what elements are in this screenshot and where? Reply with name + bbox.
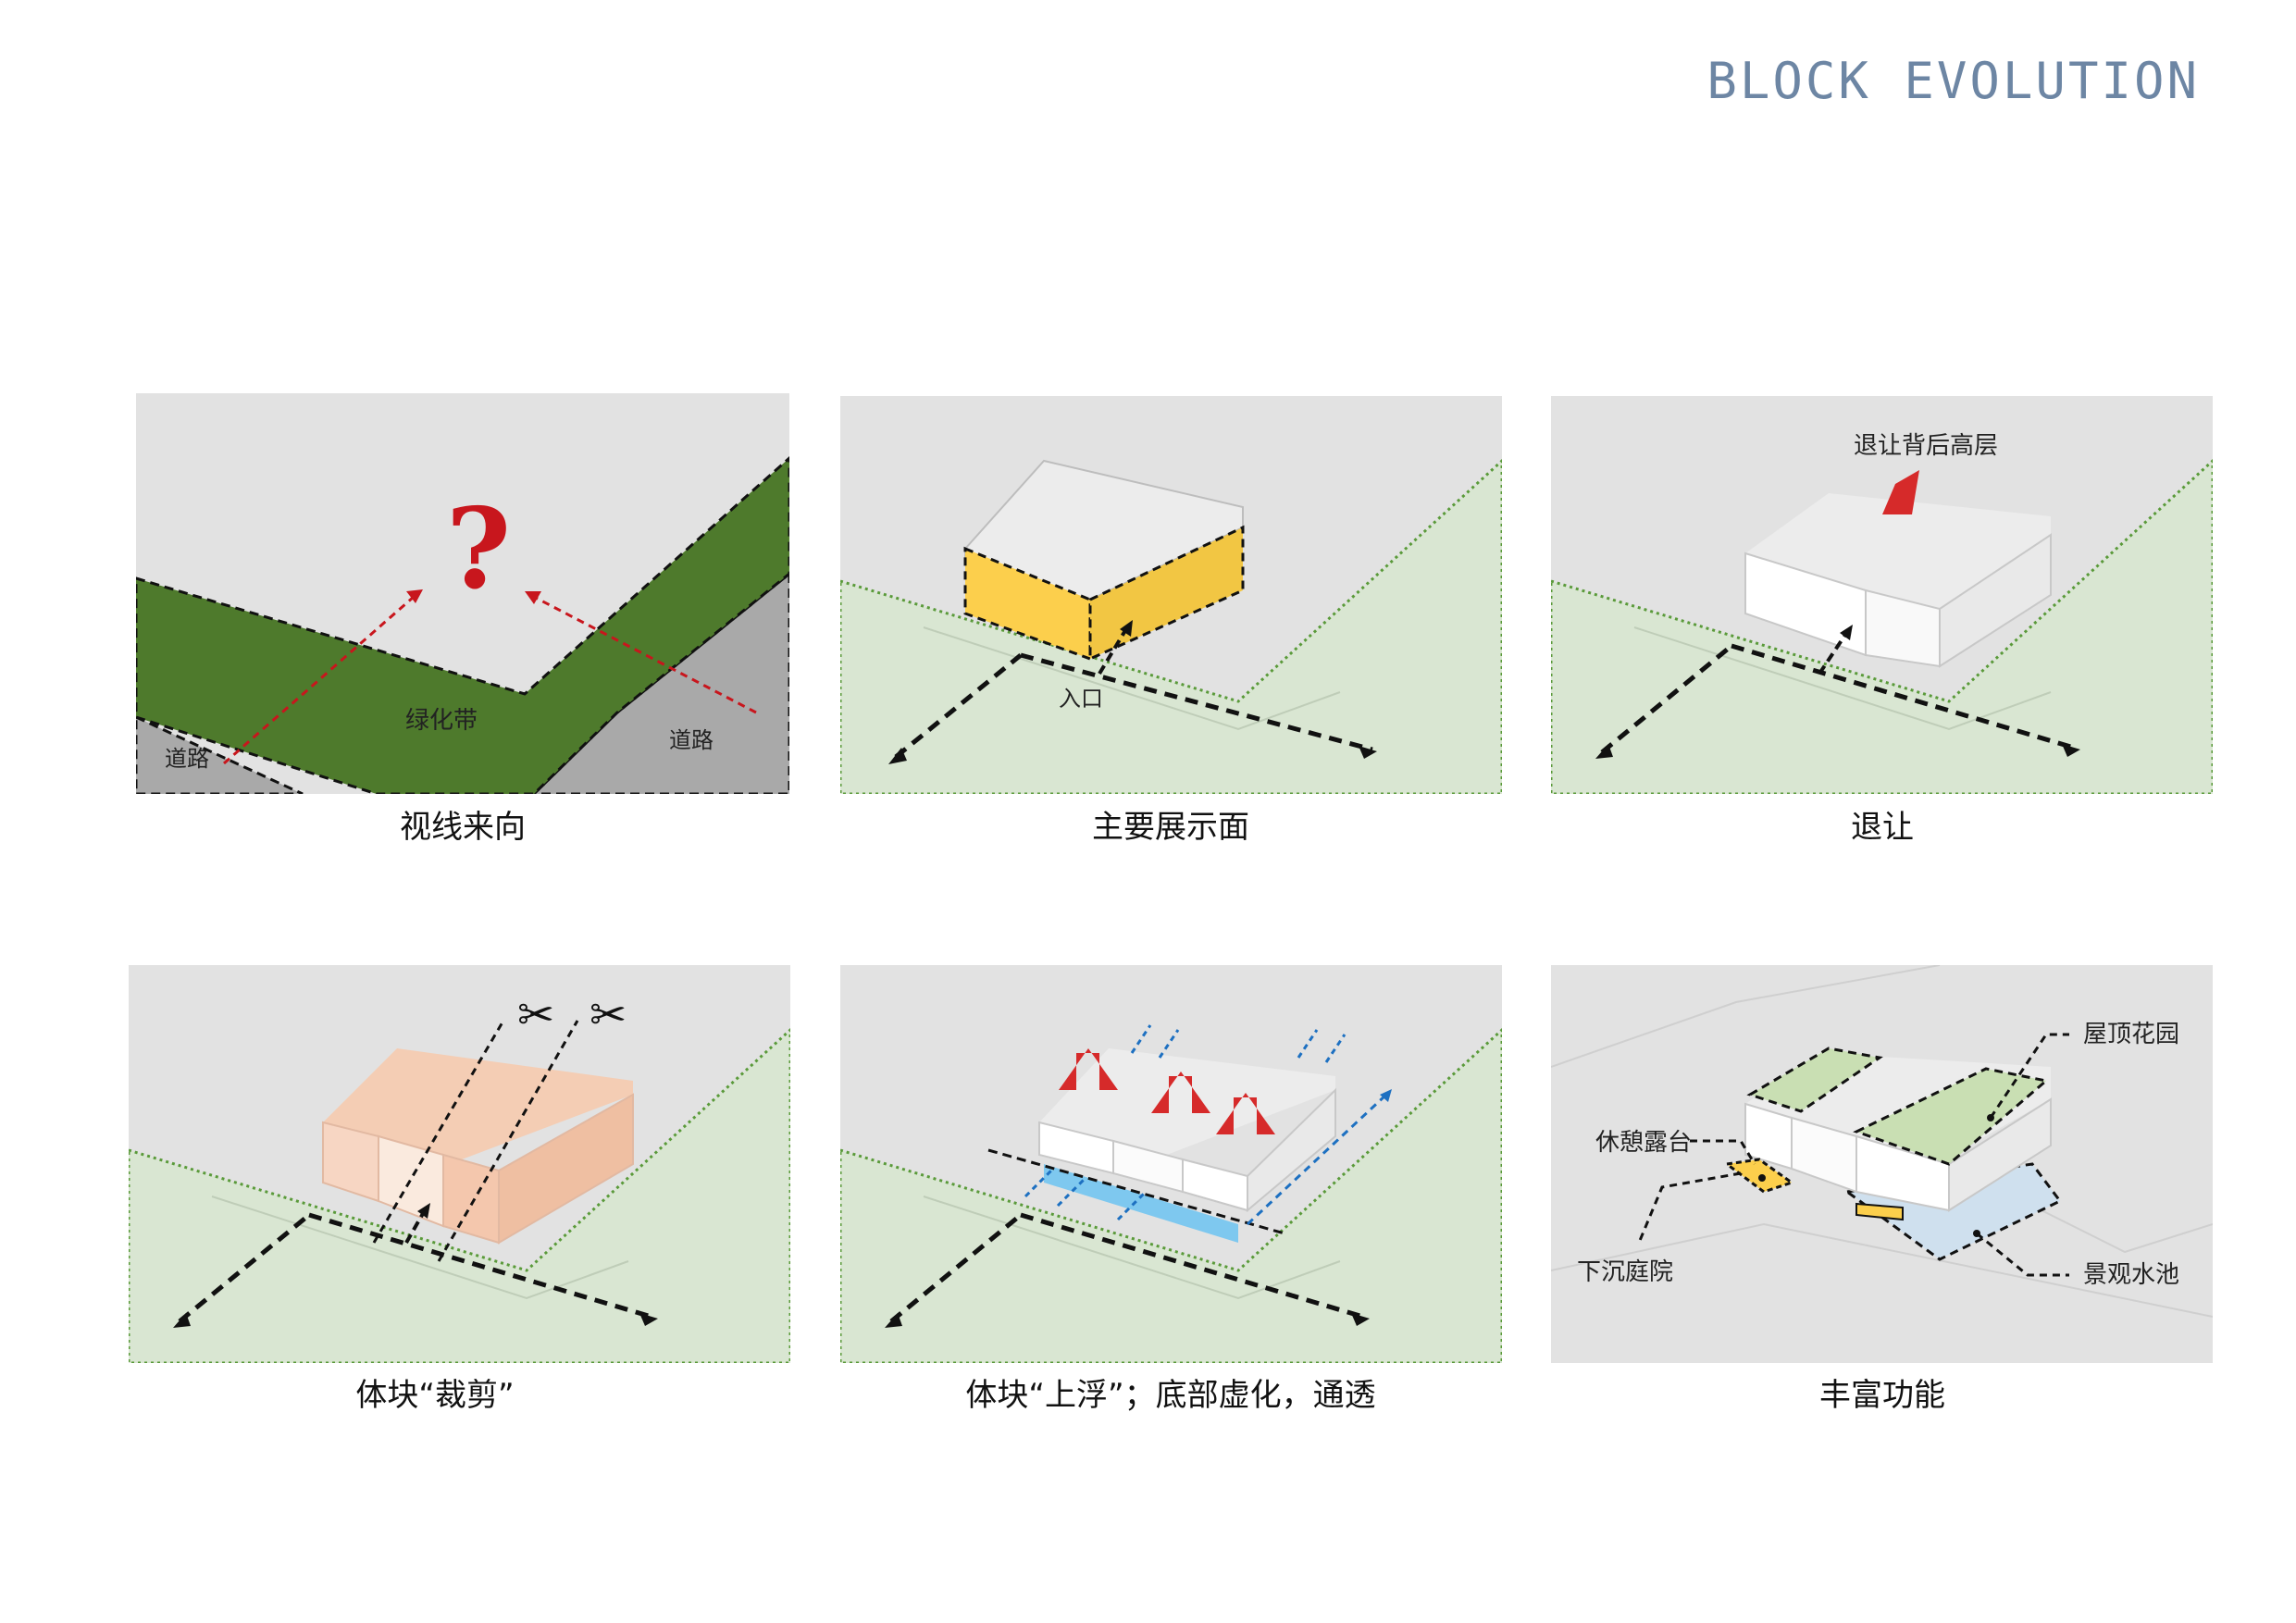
- main-facade-diagram: 入口: [840, 458, 1502, 794]
- scissors-icon-2: ✂: [590, 989, 627, 1041]
- caption-5: 体块“上浮”；底部虚化，通透: [965, 1377, 1376, 1414]
- green-belt: [136, 455, 789, 794]
- setback-diagram: 退让背后高层: [1551, 432, 2213, 794]
- functions-diagram: 屋顶花园 休憩露台 下沉庭院 景观水池: [1551, 965, 2213, 1318]
- roof-garden-1: [1746, 1047, 1883, 1113]
- setback-arrow: [1882, 470, 1919, 514]
- roof-garden-2: [1853, 1067, 2050, 1166]
- caption-3: 退让: [1851, 809, 1914, 846]
- facade-front: [963, 546, 1092, 662]
- sight-line-left: [223, 595, 415, 765]
- yellow-bar: [1855, 1202, 1904, 1221]
- cut-right: [442, 1153, 500, 1245]
- entrance-label: 入口: [1059, 686, 1103, 712]
- scissors-icon-1: ✂: [517, 989, 554, 1041]
- block-side: [1939, 533, 2052, 668]
- pool-label: 景观水池: [2083, 1261, 2179, 1289]
- up-arrow-3: [1216, 1093, 1275, 1134]
- blue-base: [1044, 1164, 1238, 1243]
- sunken-courtyard-label: 下沉庭院: [1577, 1258, 1673, 1286]
- caption-1: 视线来向: [400, 809, 526, 846]
- view-direction-diagram: ? 绿化带 道路 道路: [136, 455, 789, 794]
- road-right: [531, 572, 789, 794]
- cut-diagram: ✂ ✂: [129, 989, 790, 1363]
- up-arrow-2: [1151, 1072, 1210, 1113]
- page-title: BLOCK EVOLUTION: [1706, 52, 2200, 110]
- panel-setback: 退让背后高层: [1551, 396, 2213, 794]
- road-left-label: 道路: [165, 746, 209, 772]
- panel-functions: 屋顶花园 休憩露台 下沉庭院 景观水池: [1551, 965, 2213, 1363]
- green-belt-label: 绿化带: [405, 707, 478, 735]
- road-right-label: 道路: [669, 727, 714, 753]
- question-mark: ?: [446, 484, 511, 614]
- sight-arrow-left: [406, 589, 423, 603]
- caption-4: 体块“裁剪”: [355, 1377, 515, 1414]
- setback-label: 退让背后高层: [1854, 432, 1998, 460]
- sight-arrow-right: [525, 591, 541, 604]
- road-left: [136, 715, 304, 794]
- panel-float: [840, 965, 1502, 1363]
- panel-view-direction: ? 绿化带 道路 道路: [136, 393, 789, 794]
- up-arrow-1: [1059, 1048, 1118, 1090]
- sight-line-right: [533, 595, 757, 714]
- panel-main-facade: 入口: [840, 396, 1502, 794]
- float-diagram: [840, 1024, 1502, 1363]
- roof-garden-label: 屋顶花园: [2083, 1021, 2179, 1048]
- caption-6: 丰富功能: [1819, 1377, 1945, 1414]
- caption-2: 主要展示面: [1092, 809, 1249, 846]
- panel-cut: ✂ ✂: [129, 965, 790, 1363]
- terrace-label: 休憩露台: [1595, 1129, 1692, 1157]
- cut-left: [322, 1121, 379, 1203]
